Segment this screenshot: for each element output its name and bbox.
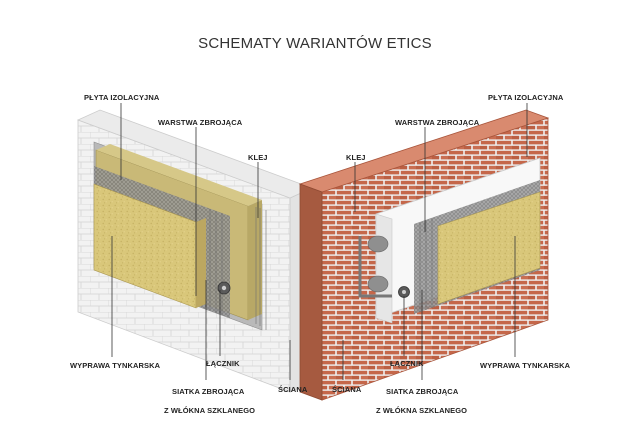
left-label-warstwa: WARSTWA ZBROJĄCA bbox=[158, 118, 243, 127]
diagram-title: SCHEMATY WARIANTÓW ETICS bbox=[198, 35, 432, 52]
right-label-siatka-1: SIATKA ZBROJĄCA bbox=[386, 387, 459, 396]
right-label-wyprawa: WYPRAWA TYNKARSKA bbox=[480, 361, 571, 370]
leader-lines bbox=[111, 103, 528, 380]
left-label-wyprawa: WYPRAWA TYNKARSKA bbox=[70, 361, 161, 370]
left-label-siatka-2: Z WŁÓKNA SZKLANEGO bbox=[164, 406, 256, 415]
right-label-lacznik: ŁĄCZNIK bbox=[390, 359, 424, 368]
right-label-siatka-2: Z WŁÓKNA SZKLANEGO bbox=[376, 406, 468, 415]
left-label-klej: KLEJ bbox=[248, 153, 268, 162]
left-label-lacznik: ŁĄCZNIK bbox=[206, 359, 240, 368]
left-label-sciana: ŚCIANA bbox=[278, 385, 308, 394]
right-label-plyta: PŁYTA IZOLACYJNA bbox=[488, 93, 564, 102]
right-label-warstwa: WARSTWA ZBROJĄCA bbox=[395, 118, 480, 127]
left-wall-assembly bbox=[76, 109, 314, 393]
left-label-plyta: PŁYTA IZOLACYJNA bbox=[84, 93, 160, 102]
right-label-sciana: ŚCIANA bbox=[332, 385, 362, 394]
left-label-siatka-1: SIATKA ZBROJĄCA bbox=[172, 387, 245, 396]
right-label-klej: KLEJ bbox=[346, 153, 366, 162]
right-wall-assembly bbox=[298, 109, 550, 401]
